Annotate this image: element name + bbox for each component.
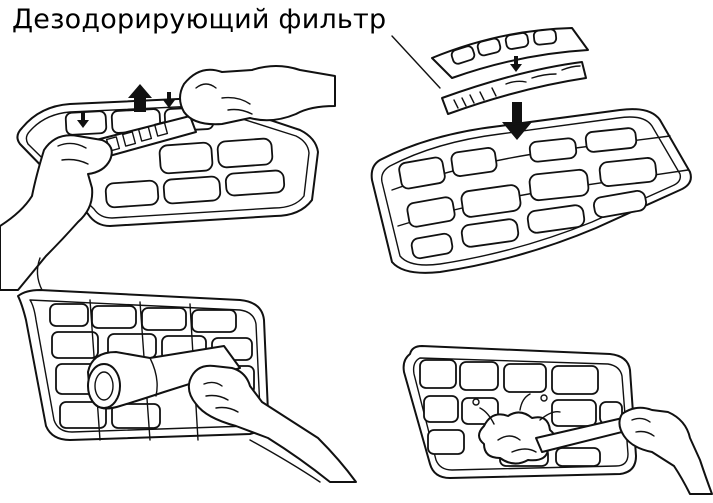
panel-remove-filter — [0, 66, 335, 290]
right-hand-icon — [180, 66, 335, 124]
insert-arrow-icon — [502, 102, 532, 140]
left-hand-icon — [0, 135, 112, 290]
panel-insert-filter — [372, 28, 691, 273]
hand-icon — [619, 408, 712, 494]
panel-vacuum-filter — [18, 290, 356, 482]
title-leader-line — [392, 36, 440, 88]
panel-wash-filter — [404, 346, 712, 494]
